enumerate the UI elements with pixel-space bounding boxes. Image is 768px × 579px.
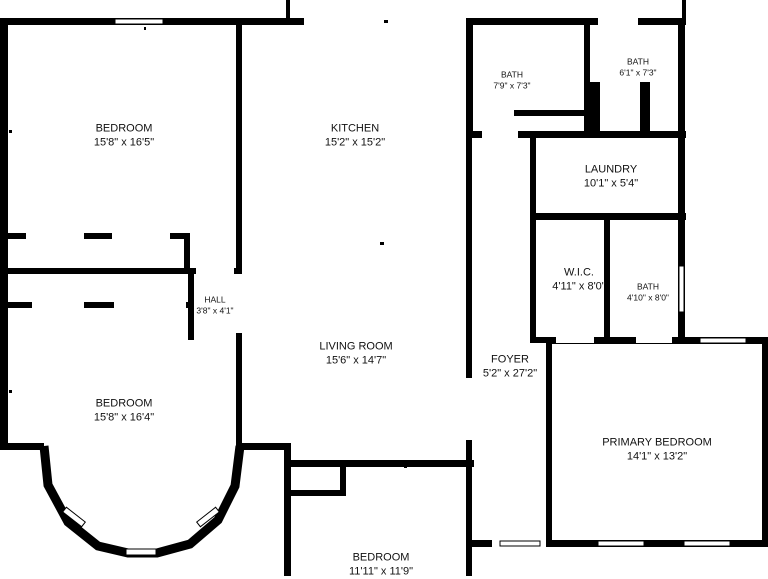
room-name: PRIMARY BEDROOM bbox=[602, 436, 712, 449]
room-label-hall: HALL 3'8" x 4'1" bbox=[196, 294, 233, 315]
room-name: KITCHEN bbox=[330, 122, 380, 135]
room-name: BEDROOM bbox=[95, 397, 153, 410]
room-dimensions: 5'2" x 27'2" bbox=[482, 367, 538, 379]
room-label-bedroom-1: BEDROOM 15'8" x 16'5" bbox=[94, 122, 154, 150]
room-label-bedroom-3: BEDROOM 11'11" x 11'9" bbox=[349, 551, 413, 579]
room-name: HALL bbox=[204, 294, 226, 305]
room-name: BEDROOM bbox=[95, 122, 153, 135]
room-label-bath-3: BATH 4'10" x 8'0" bbox=[627, 281, 669, 302]
room-name: BATH bbox=[500, 69, 524, 80]
room-dimensions: 6'1" x 7'3" bbox=[619, 67, 657, 77]
tick-marks bbox=[9, 20, 407, 468]
room-label-kitchen: KITCHEN 15'2" x 15'2" bbox=[325, 122, 385, 150]
room-dimensions: 15'2" x 15'2" bbox=[324, 136, 386, 148]
openings bbox=[26, 18, 672, 343]
room-dimensions: 15'6" x 14'7" bbox=[325, 354, 387, 366]
bay-window-wall bbox=[39, 445, 245, 558]
room-dimensions: 14'1" x 13'2" bbox=[626, 450, 688, 462]
room-dimensions: 11'11" x 11'9" bbox=[349, 565, 413, 577]
room-dimensions: 15'8" x 16'5" bbox=[93, 136, 155, 148]
room-label-primary-bedroom: PRIMARY BEDROOM 14'1" x 13'2" bbox=[602, 436, 712, 464]
room-dimensions: 3'8" x 4'1" bbox=[196, 305, 234, 315]
room-dimensions: 4'10" x 8'0" bbox=[627, 292, 669, 302]
room-name: LIVING ROOM bbox=[319, 340, 393, 353]
room-label-bath-2: BATH 6'1" x 7'3" bbox=[619, 56, 656, 77]
room-dimensions: 7'9" x 7'3" bbox=[493, 80, 531, 90]
room-name: W.I.C. bbox=[564, 266, 594, 279]
room-label-living-room: LIVING ROOM 15'6" x 14'7" bbox=[319, 340, 392, 368]
room-dimensions: 4'11" x 8'0" bbox=[552, 280, 606, 292]
room-label-bath-1: BATH 7'9" x 7'3" bbox=[493, 69, 530, 90]
room-dimensions: 15'8" x 16'4" bbox=[93, 411, 155, 423]
room-dimensions: 10'1" x 5'4" bbox=[583, 177, 639, 189]
room-name: BEDROOM bbox=[352, 551, 410, 564]
room-label-foyer: FOYER 5'2" x 27'2" bbox=[483, 353, 537, 381]
room-name: LAUNDRY bbox=[584, 163, 638, 176]
room-label-wic: W.I.C. 4'11" x 8'0" bbox=[552, 266, 605, 294]
room-label-bedroom-2: BEDROOM 15'8" x 16'4" bbox=[94, 397, 154, 425]
room-name: BATH bbox=[636, 281, 660, 292]
room-name: FOYER bbox=[491, 353, 529, 366]
room-name: BATH bbox=[626, 56, 650, 67]
windows bbox=[61, 18, 747, 556]
room-label-laundry: LAUNDRY 10'1" x 5'4" bbox=[584, 163, 638, 191]
